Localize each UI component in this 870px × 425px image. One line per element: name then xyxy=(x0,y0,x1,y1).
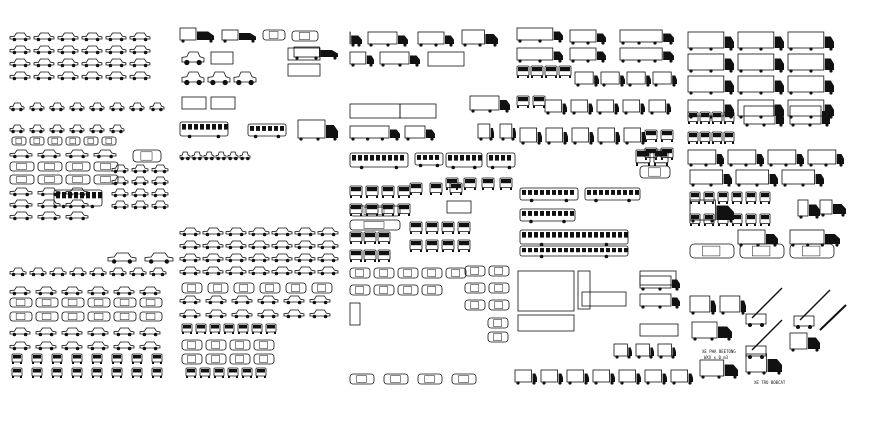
cluster-heavy-equipment xyxy=(514,199,847,385)
cluster-plan-views xyxy=(349,265,677,385)
annotation-mixer-capacity: WXX x 0 m3 xyxy=(704,355,729,360)
annotation-bobcat: XE TRO BOBCAT xyxy=(754,380,786,385)
cluster-cars-side xyxy=(9,32,151,81)
annotation-mixer-truck: XE PHA BEETONG xyxy=(702,349,736,354)
cluster-cars-small xyxy=(9,102,165,146)
cluster-cars-plan xyxy=(9,149,169,221)
cluster-tankers xyxy=(516,27,677,259)
cluster-semi-trailers xyxy=(687,31,844,259)
cluster-trucks xyxy=(349,29,516,262)
cluster-pickups-vans xyxy=(179,27,338,161)
cluster-cars-center xyxy=(179,227,339,378)
cluster-cars-rows xyxy=(9,252,174,378)
